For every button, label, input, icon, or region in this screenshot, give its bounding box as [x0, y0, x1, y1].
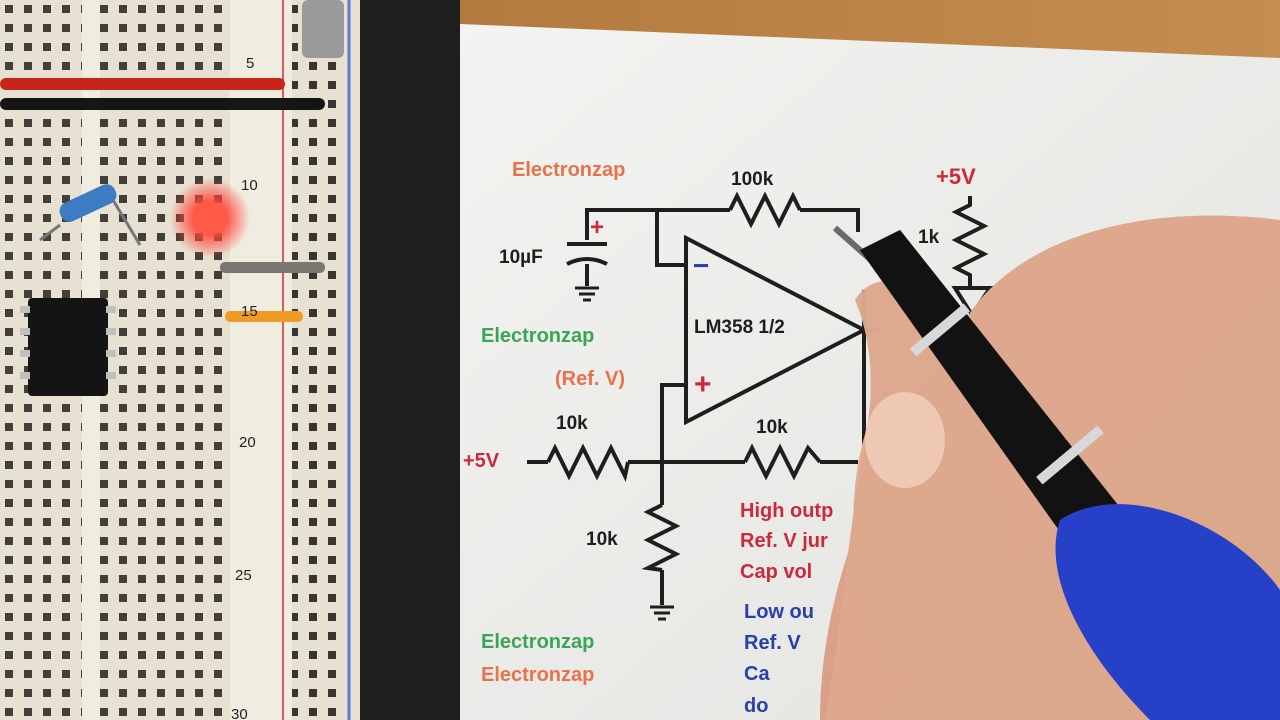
capacitor-symbol	[566, 242, 608, 286]
label-10k-left: 10k	[556, 413, 588, 434]
watermark-bottom-orange: Electronzap	[481, 664, 595, 686]
resistor-10k-right-symbol	[743, 443, 822, 481]
row-number-20: 20	[239, 434, 256, 451]
opamp-plus-sign: +	[694, 368, 712, 401]
led	[194, 202, 226, 234]
opamp-label: LM358 1/2	[694, 317, 785, 338]
note-high-2: Ref. V jur	[740, 530, 828, 552]
row-number-30: 30	[231, 706, 248, 720]
cap-plus-sign: +	[590, 214, 605, 241]
watermark-top: Electronzap	[512, 159, 626, 181]
orange-wire	[225, 311, 303, 322]
dark-gap	[360, 0, 460, 720]
resistor-100k-symbol	[728, 191, 802, 229]
blue-resistor	[39, 184, 142, 246]
red-wire	[0, 78, 285, 90]
watermark-mid: Electronzap	[481, 325, 595, 347]
note-low-4: do	[744, 695, 769, 717]
thumbnail	[865, 392, 945, 488]
alligator-clip	[302, 0, 344, 58]
note-low-1: Low ou	[744, 601, 814, 623]
power-rail-strip	[230, 0, 292, 720]
watermark-bottom-green: Electronzap	[481, 631, 595, 653]
note-low-3: Ca	[744, 663, 770, 685]
row-number-10: 10	[241, 177, 258, 194]
black-wire	[0, 98, 325, 110]
label-ref-v: (Ref. V)	[555, 368, 625, 390]
ground-symbol-divider	[650, 605, 674, 621]
row-number-5: 5	[246, 55, 255, 72]
row-number-15: 15	[241, 303, 258, 320]
gray-wire	[220, 262, 325, 273]
label-10k-bottom: 10k	[586, 529, 618, 550]
ic-chip	[20, 298, 116, 396]
label-10k-right: 10k	[756, 417, 788, 438]
opamp-minus-sign: −	[693, 250, 710, 281]
note-high-1: High outp	[740, 500, 834, 522]
note-high-3: Cap vol	[740, 561, 813, 583]
resistor-10k-bottom-symbol	[641, 503, 681, 572]
resistor-10k-left-symbol	[546, 443, 630, 482]
label-10uf: 10µF	[499, 247, 543, 268]
label-supply-left: +5V	[463, 450, 500, 472]
row-number-25: 25	[235, 567, 252, 584]
label-1k: 1k	[918, 227, 940, 248]
note-low-2: Ref. V	[744, 632, 801, 654]
label-100k: 100k	[731, 169, 774, 190]
label-supply-top: +5V	[936, 164, 976, 189]
ground-symbol-cap	[575, 286, 599, 302]
